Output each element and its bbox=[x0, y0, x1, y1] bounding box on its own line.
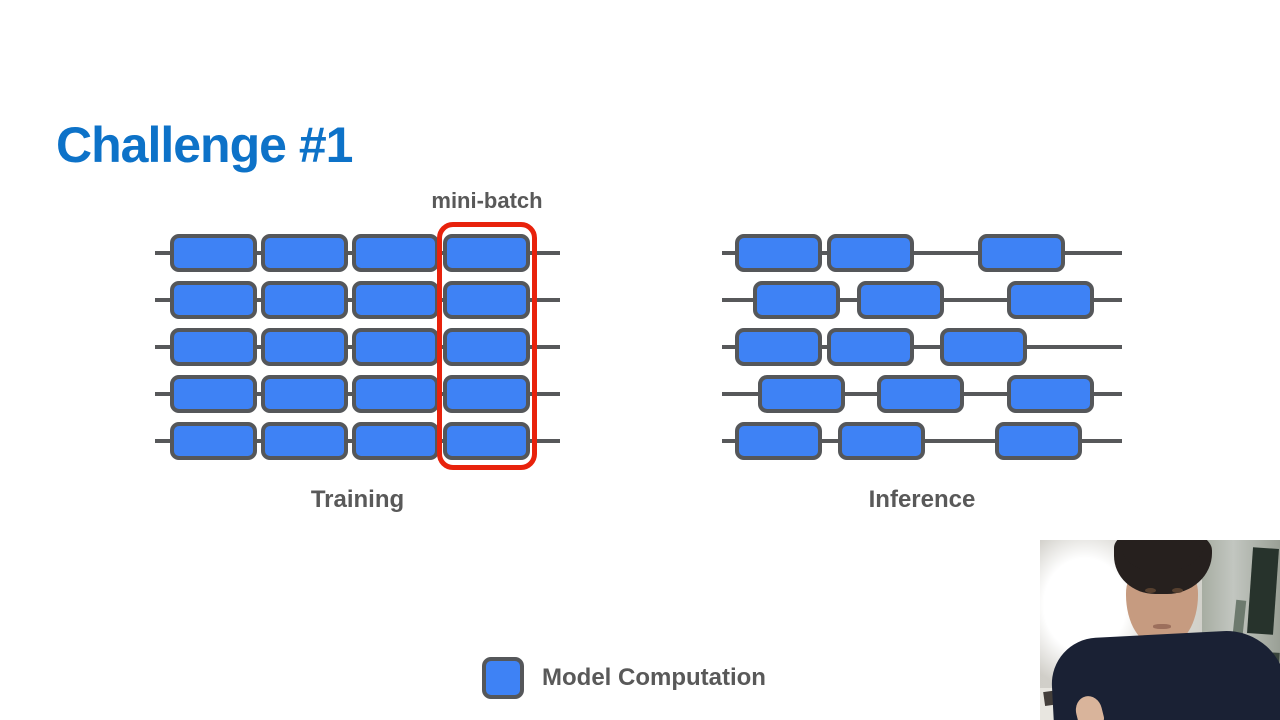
model-computation-block bbox=[443, 234, 530, 272]
model-computation-block bbox=[827, 234, 914, 272]
presenter-mouth bbox=[1153, 624, 1171, 629]
model-computation-block bbox=[735, 328, 822, 366]
model-computation-block bbox=[443, 422, 530, 460]
timeline-track bbox=[722, 345, 1122, 349]
inference-label: Inference bbox=[868, 486, 976, 513]
model-computation-block bbox=[758, 375, 845, 413]
model-computation-block bbox=[261, 281, 348, 319]
legend-label: Model Computation bbox=[542, 664, 766, 691]
model-computation-block bbox=[352, 375, 439, 413]
model-computation-block bbox=[857, 281, 944, 319]
webcam-overlay bbox=[1040, 540, 1280, 720]
model-computation-block bbox=[838, 422, 925, 460]
model-computation-block bbox=[352, 234, 439, 272]
model-computation-block bbox=[753, 281, 840, 319]
model-computation-block bbox=[170, 375, 257, 413]
model-computation-block bbox=[170, 328, 257, 366]
model-computation-block bbox=[1007, 375, 1094, 413]
legend: Model Computation bbox=[482, 657, 766, 699]
presenter-eye bbox=[1172, 588, 1183, 593]
model-computation-block bbox=[261, 422, 348, 460]
slide-title: Challenge #1 bbox=[56, 116, 353, 173]
model-computation-block bbox=[995, 422, 1082, 460]
model-computation-block bbox=[1007, 281, 1094, 319]
training-label: Training bbox=[310, 486, 405, 513]
model-computation-block bbox=[261, 234, 348, 272]
model-computation-block bbox=[170, 281, 257, 319]
mini-batch-highlight-box bbox=[437, 222, 537, 470]
model-computation-block bbox=[443, 328, 530, 366]
model-computation-block bbox=[443, 375, 530, 413]
model-computation-block bbox=[877, 375, 964, 413]
model-computation-block bbox=[735, 422, 822, 460]
model-computation-block bbox=[352, 422, 439, 460]
model-computation-block bbox=[170, 422, 257, 460]
model-computation-block bbox=[170, 234, 257, 272]
presenter-eye bbox=[1145, 588, 1156, 593]
model-computation-block bbox=[940, 328, 1027, 366]
model-computation-swatch-icon bbox=[482, 657, 524, 699]
model-computation-block bbox=[735, 234, 822, 272]
model-computation-block bbox=[261, 328, 348, 366]
mini-batch-annotation: mini-batch bbox=[431, 188, 543, 213]
model-computation-block bbox=[443, 281, 530, 319]
model-computation-block bbox=[352, 281, 439, 319]
model-computation-block bbox=[978, 234, 1065, 272]
model-computation-block bbox=[827, 328, 914, 366]
model-computation-block bbox=[261, 375, 348, 413]
timeline-track bbox=[722, 251, 1122, 255]
model-computation-block bbox=[352, 328, 439, 366]
